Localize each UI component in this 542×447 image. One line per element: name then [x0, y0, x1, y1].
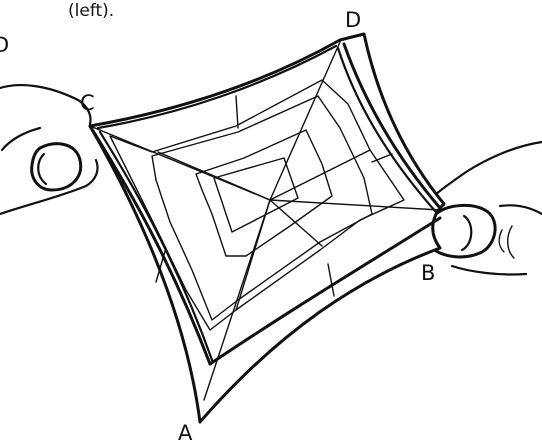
right-thumbnail — [427, 205, 514, 258]
vertex-label-a: A — [178, 421, 193, 445]
vertex-label-d: D — [345, 8, 361, 32]
vertex-label-c: C — [80, 91, 95, 115]
vertex-label-b: B — [421, 261, 435, 285]
right-hand — [427, 142, 542, 275]
left-thumbnail — [32, 144, 81, 190]
caption-fragment: (left). — [68, 1, 114, 21]
edge-letter: D — [0, 33, 9, 57]
paper-sheet — [90, 34, 444, 422]
